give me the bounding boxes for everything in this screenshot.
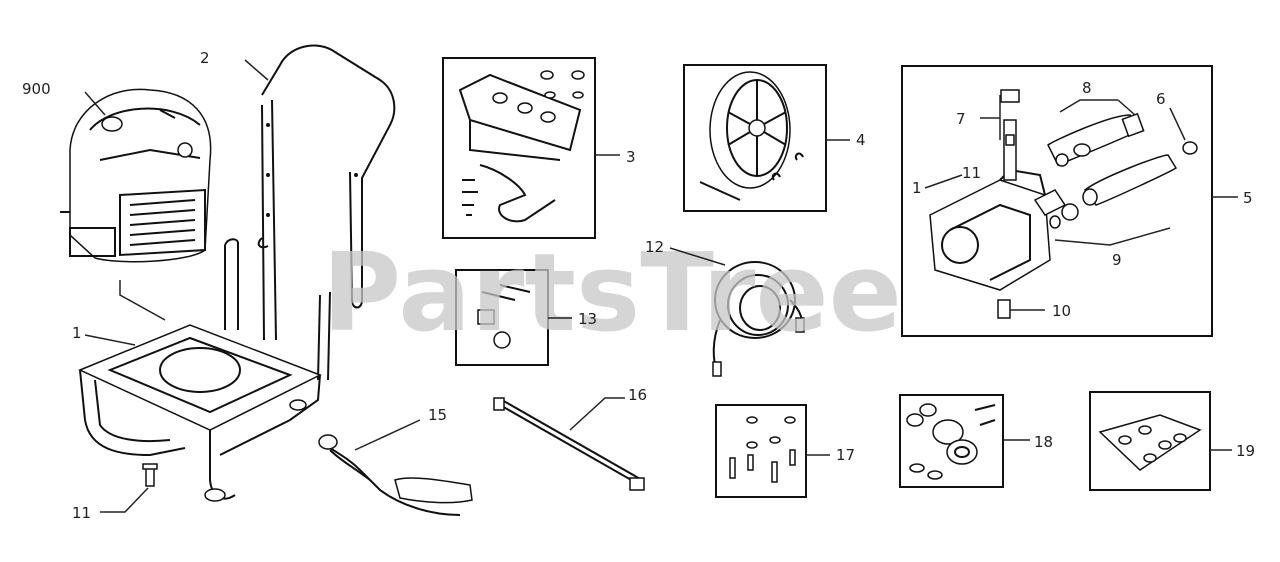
label-900: 900 bbox=[22, 80, 51, 98]
label-7: 7 bbox=[956, 110, 966, 128]
hose-12[interactable] bbox=[712, 261, 805, 377]
part-labels: 900 2 3 4 5 6 7 8 9 10 11 12 13 15 16 17… bbox=[22, 49, 1255, 522]
fittings-19[interactable] bbox=[1098, 414, 1202, 471]
label-19: 19 bbox=[1236, 442, 1255, 460]
label-5: 5 bbox=[1243, 189, 1253, 207]
engine-900[interactable] bbox=[60, 88, 212, 263]
bracket-3[interactable] bbox=[458, 70, 585, 223]
leader-lines bbox=[84, 59, 1238, 513]
label-11: 11 bbox=[962, 164, 981, 182]
label-9: 9 bbox=[1112, 251, 1122, 269]
box-part-18 bbox=[899, 394, 1004, 488]
label-18: 18 bbox=[1034, 433, 1053, 451]
label-6: 6 bbox=[1156, 90, 1166, 108]
box-part-4 bbox=[683, 64, 827, 212]
label-10: 10 bbox=[1052, 302, 1071, 320]
label-2: 2 bbox=[200, 49, 210, 67]
watermark: PartsTree bbox=[322, 231, 902, 356]
bearings-18[interactable] bbox=[906, 403, 996, 480]
label-13: 13 bbox=[578, 310, 597, 328]
label-12: 12 bbox=[645, 238, 664, 256]
label-16: 16 bbox=[628, 386, 647, 404]
box-part-5 bbox=[901, 65, 1213, 337]
label-1-frame: 1 bbox=[72, 324, 82, 342]
label-3: 3 bbox=[626, 148, 636, 166]
label-4: 4 bbox=[856, 131, 866, 149]
hardware-13[interactable] bbox=[477, 284, 531, 349]
label-8: 8 bbox=[1082, 79, 1092, 97]
label-1-pump: 1 bbox=[912, 179, 922, 197]
pump-5[interactable] bbox=[929, 89, 1198, 319]
frame-1[interactable] bbox=[78, 238, 331, 502]
hardware-17[interactable] bbox=[729, 416, 796, 483]
wand-16[interactable] bbox=[493, 397, 645, 491]
box-part-17 bbox=[715, 404, 807, 498]
spray-gun-15[interactable] bbox=[318, 434, 473, 516]
handle-2[interactable] bbox=[257, 44, 396, 341]
box-part-3 bbox=[442, 57, 596, 239]
label-11-bolt: 11 bbox=[72, 504, 91, 522]
bolt-part[interactable] bbox=[142, 463, 158, 487]
wheel-4[interactable] bbox=[699, 71, 804, 201]
box-part-19 bbox=[1089, 391, 1211, 491]
label-17: 17 bbox=[836, 446, 855, 464]
label-15: 15 bbox=[428, 406, 447, 424]
